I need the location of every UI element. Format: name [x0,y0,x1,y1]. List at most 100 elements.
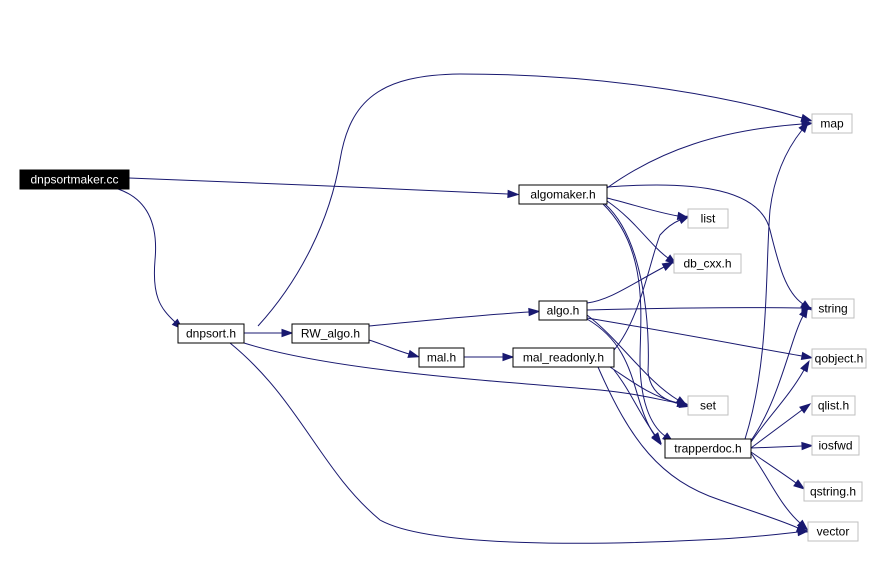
node-label: mal_readonly.h [523,351,604,365]
edge-line [586,307,803,311]
node-box [664,438,752,459]
node-box [418,347,465,368]
node-box [811,113,853,134]
node-label: iosfwd [818,439,852,453]
node-malro[interactable]: mal_readonly.h [512,347,615,368]
edge-line [750,451,797,484]
edge-algomaker-to-list [606,197,690,221]
node-box [673,253,742,274]
edge-line [586,317,803,357]
arrowhead [407,349,421,358]
arrowhead [798,120,810,133]
node-label: algo.h [547,304,580,318]
node-dnpsort[interactable]: dnpsort.h [177,323,245,344]
node-iosfwd: iosfwd [811,435,860,456]
node-label: qlist.h [818,399,849,413]
edge-line [606,197,679,217]
node-box [807,521,859,542]
nodes-layer: dnpsortmaker.cc algomaker.h dnpsort.h RW_al… [19,113,867,542]
edge-line [257,73,803,327]
edge-trapperdoc-to-vector [750,452,809,531]
edge-line [243,342,679,404]
edge-line [606,200,669,259]
node-dnpsortmaker[interactable]: dnpsortmaker.cc [19,169,130,190]
node-box [803,481,863,502]
node-box [19,169,130,190]
node-label: RW_algo.h [301,327,360,341]
edge-trapperdoc-to-map [744,120,810,440]
arrowhead [799,305,809,319]
node-qstring: qstring.h [803,481,863,502]
node-label: algomaker.h [530,188,595,202]
node-box [291,323,370,344]
node-qlist: qlist.h [811,395,856,416]
node-list: list [687,208,729,229]
node-label: qobject.h [815,352,864,366]
node-box [687,208,729,229]
edge-trapperdoc-to-qlist [750,403,812,449]
node-label: string [818,302,847,316]
edges-layer [117,73,814,544]
edge-trapperdoc-to-qobject [750,359,810,443]
arrowhead [281,328,294,338]
node-box [177,323,245,344]
node-qobject: qobject.h [811,348,867,369]
edge-trapperdoc-to-iosfwd [750,441,814,451]
node-map: map [811,113,853,134]
arrowhead [675,396,688,407]
arrowhead [677,215,691,225]
node-box [518,184,608,205]
node-box [811,435,860,456]
node-box [811,395,856,416]
node-box [538,300,588,321]
node-label: set [700,399,717,413]
edge-line [606,123,803,189]
edge-rwalgo-to-algo [368,307,541,327]
edge-line [586,314,679,401]
edge-algo-to-qobject [586,317,814,361]
node-box [811,298,855,319]
edge-line [368,311,530,327]
edge-line [750,452,801,524]
node-vector: vector [807,521,859,542]
edge-line [750,445,803,449]
edge-line [117,188,176,323]
arrowhead [800,359,810,373]
edge-line [749,315,804,443]
node-dbcxx: db_cxx.h [673,253,742,274]
edge-algo-to-string [586,303,814,313]
arrowhead [796,519,809,531]
node-rwalgo[interactable]: RW_algo.h [291,323,370,344]
node-trapperdoc[interactable]: trapperdoc.h [664,438,752,459]
node-set: set [687,395,729,416]
node-mal[interactable]: mal.h [418,347,465,368]
arrowhead [793,479,806,490]
node-label: dnpsortmaker.cc [30,173,118,187]
edge-algo-to-set [586,314,688,407]
node-algomaker[interactable]: algomaker.h [518,184,608,205]
edge-dnpsortmaker-to-algomaker [128,177,520,199]
node-label: dnpsort.h [186,327,236,341]
arrowhead [801,441,814,451]
edge-algomaker-to-set [604,203,692,408]
edge-line [586,318,656,437]
node-label: map [820,117,844,131]
edge-line [586,266,665,304]
edge-line [744,129,803,440]
node-label: db_cxx.h [683,257,731,271]
arrowhead [507,189,520,199]
edge-line [128,177,509,195]
arrowhead [799,403,812,414]
node-label: qstring.h [810,485,856,499]
edge-line [602,203,666,437]
edge-algo-to-dbcxx [586,261,675,304]
edge-trapperdoc-to-qstring [750,451,806,490]
edge-malro-to-set [609,366,690,407]
edge-algomaker-to-trapperdoc [602,203,675,444]
edge-rwalgo-to-mal [368,339,421,358]
node-algo[interactable]: algo.h [538,300,588,321]
edge-line [229,342,799,544]
edge-malro-to-list [613,215,691,351]
